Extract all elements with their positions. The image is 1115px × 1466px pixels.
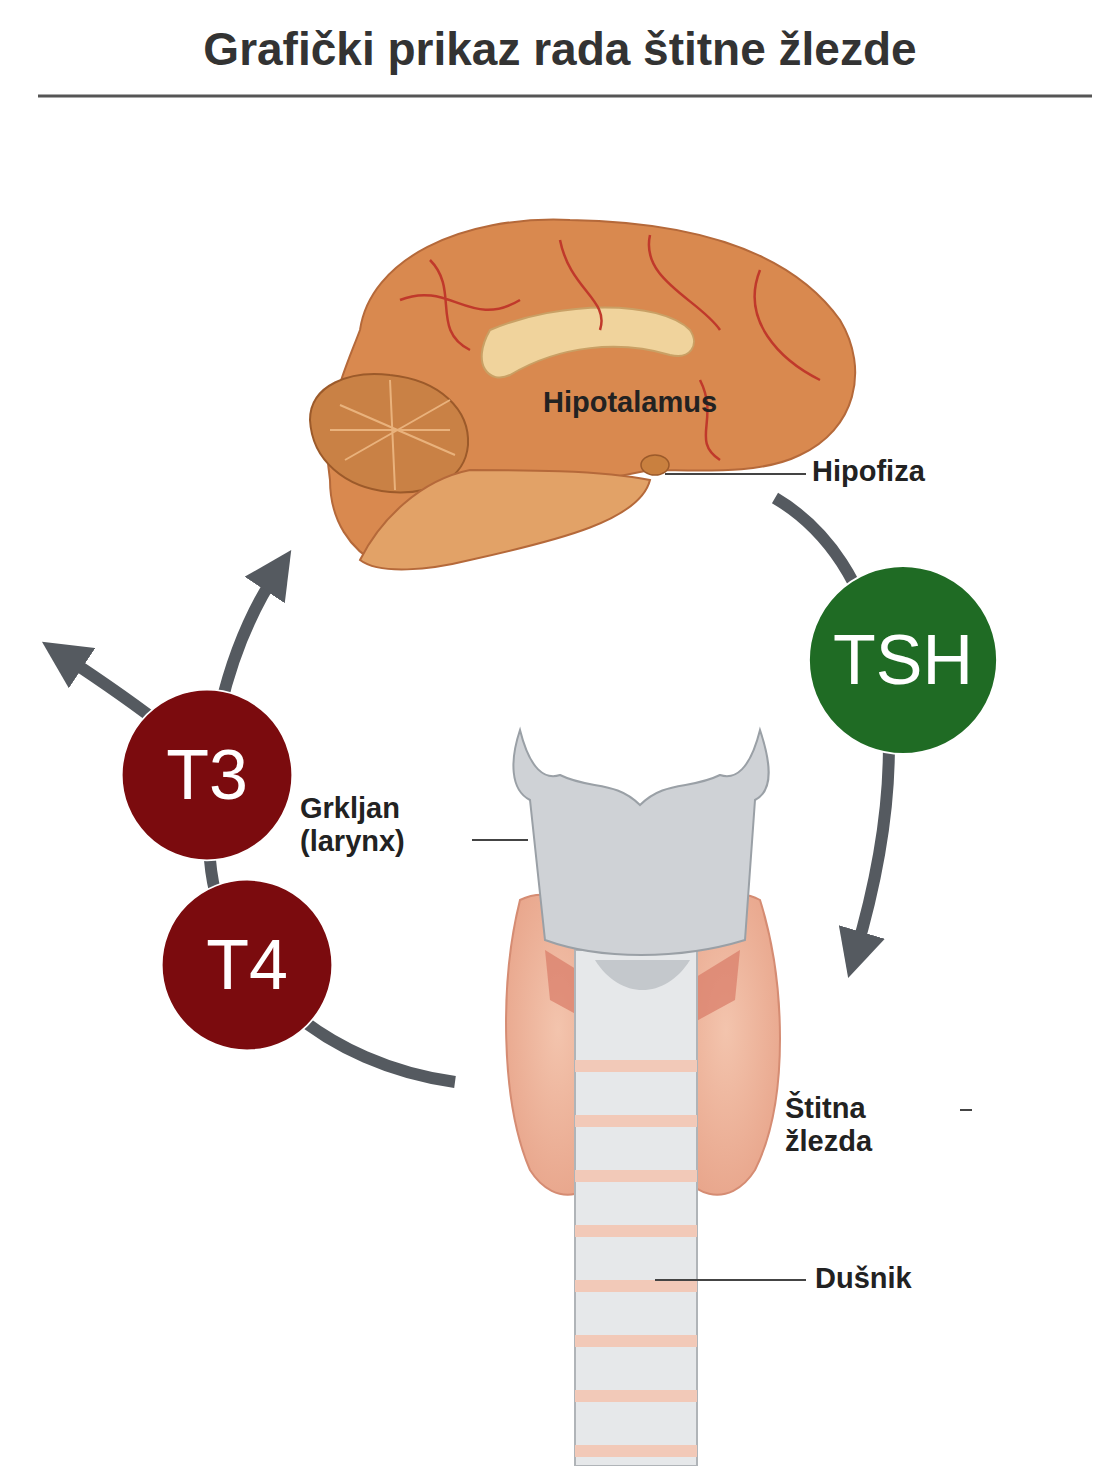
hormone-circle: T3	[120, 688, 294, 862]
leader-line	[960, 1109, 972, 1111]
leader-line	[665, 473, 806, 475]
hormone-name: T3	[166, 740, 248, 810]
diagram-title: Grafički prikaz rada štitne žlezde	[30, 22, 1090, 77]
larynx	[513, 730, 768, 990]
leader-line	[655, 1279, 806, 1281]
part-label: Štitna žlezda	[785, 1092, 935, 1159]
part-label: Hipofiza	[812, 455, 1012, 488]
hormone-name: TSH	[833, 625, 973, 695]
leader-line	[472, 839, 528, 841]
hormone-circle: TSH	[807, 564, 999, 756]
part-label: Dušnik	[815, 1262, 995, 1295]
brain	[310, 220, 855, 570]
part-label: Grkljan (larynx)	[300, 792, 470, 859]
hormone-circle: T4	[160, 878, 334, 1052]
trachea	[575, 950, 697, 1466]
hormone-name: T4	[206, 930, 288, 1000]
title-underline	[38, 95, 1092, 98]
region-label: Hipotalamus	[480, 386, 780, 419]
